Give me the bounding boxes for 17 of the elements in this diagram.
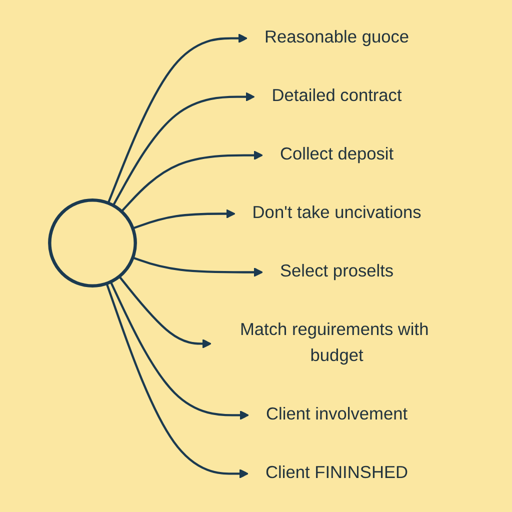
node-text: Select proselts	[280, 262, 394, 281]
node-text: Don't take uncivations	[252, 204, 422, 222]
arrow	[118, 276, 212, 348]
arrow	[107, 34, 248, 204]
node-text: Client FININSHED	[266, 464, 408, 482]
arrow	[112, 92, 255, 206]
arrow	[132, 209, 236, 230]
node-text: Match reguirements with budget	[240, 320, 429, 366]
node-text: Collect deposit	[280, 146, 394, 164]
node-circle	[48, 198, 137, 288]
arrow	[106, 283, 249, 478]
arrow	[110, 281, 250, 420]
node-text: Detailed contract	[272, 87, 402, 106]
arrow	[120, 150, 264, 212]
arrow	[132, 256, 264, 277]
node-text: Reasonable guoce	[264, 28, 409, 47]
node-text: Client involvement	[266, 405, 408, 424]
